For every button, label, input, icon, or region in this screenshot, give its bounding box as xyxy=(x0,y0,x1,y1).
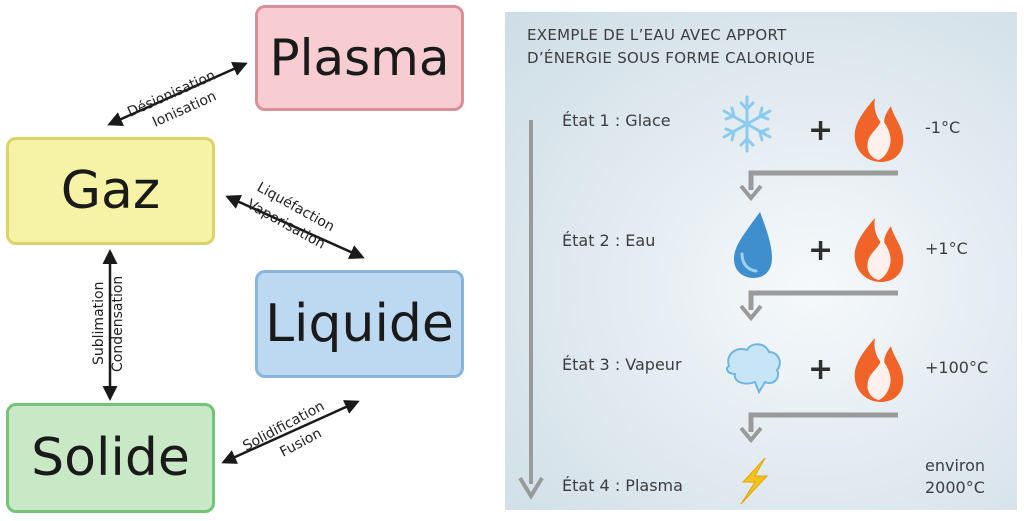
lightning-icon xyxy=(740,457,769,505)
transition-arrows: Désionisation Ionisation Liquéfaction Va… xyxy=(91,62,365,464)
step-1-label: État 1 : Glace xyxy=(562,111,671,130)
step-arrow-2 xyxy=(748,290,898,310)
snowflake-icon xyxy=(722,95,772,153)
step-3-temp: +100°C xyxy=(925,358,989,377)
step-1-temp: -1°C xyxy=(925,118,961,137)
step-3-label: État 3 : Vapeur xyxy=(562,355,682,374)
flame-icon-3 xyxy=(854,338,904,402)
label-sublimation: Sublimation xyxy=(91,282,107,365)
plus-sign-3: + xyxy=(808,352,834,387)
plus-sign-1: + xyxy=(808,113,834,148)
gaz-liquide-arrow xyxy=(225,195,365,259)
panel-arrows xyxy=(518,95,904,505)
step-arrow-3-head xyxy=(739,426,763,444)
step-2-temp: +1°C xyxy=(925,239,968,258)
water-energy-panel: EXEMPLE DE L’EAU AVEC APPORT D’ÉNERGIE S… xyxy=(505,12,1017,510)
flame-icon-1 xyxy=(854,98,904,162)
step-arrow-3 xyxy=(748,412,898,432)
flame-icon-2 xyxy=(854,218,904,282)
vapor-cloud-icon xyxy=(726,343,781,395)
step-4-temp-line2: 2000°C xyxy=(925,478,985,497)
panel-title-line2: D’ÉNERGIE SOUS FORME CALORIQUE xyxy=(527,49,816,67)
panel-title-line1: EXEMPLE DE L’EAU AVEC APPORT xyxy=(527,26,787,44)
step-arrow-1-head xyxy=(739,184,763,202)
step-arrow-1 xyxy=(748,170,898,190)
label-condensation: Condensation xyxy=(110,276,126,372)
gaz-state-box: Gaz xyxy=(6,137,215,245)
plasma-gaz-arrow xyxy=(107,62,248,126)
plus-sign-2: + xyxy=(808,233,834,268)
step-2-label: État 2 : Eau xyxy=(562,231,656,250)
step-4-temp: environ 2000°C xyxy=(925,455,985,499)
plasma-state-box: Plasma xyxy=(255,5,464,111)
step-4-label: État 4 : Plasma xyxy=(562,476,683,495)
water-drop-icon xyxy=(734,212,772,278)
state-change-diagram: Désionisation Ionisation Liquéfaction Va… xyxy=(0,0,490,521)
progression-arrow-head xyxy=(518,476,544,500)
solide-state-box: Solide xyxy=(6,403,215,513)
step-4-temp-line1: environ xyxy=(925,456,986,475)
liquide-solide-arrow xyxy=(221,400,360,464)
liquide-state-box: Liquide xyxy=(255,270,464,378)
panel-title: EXEMPLE DE L’EAU AVEC APPORT D’ÉNERGIE S… xyxy=(527,24,815,70)
step-arrow-2-head xyxy=(739,304,763,322)
